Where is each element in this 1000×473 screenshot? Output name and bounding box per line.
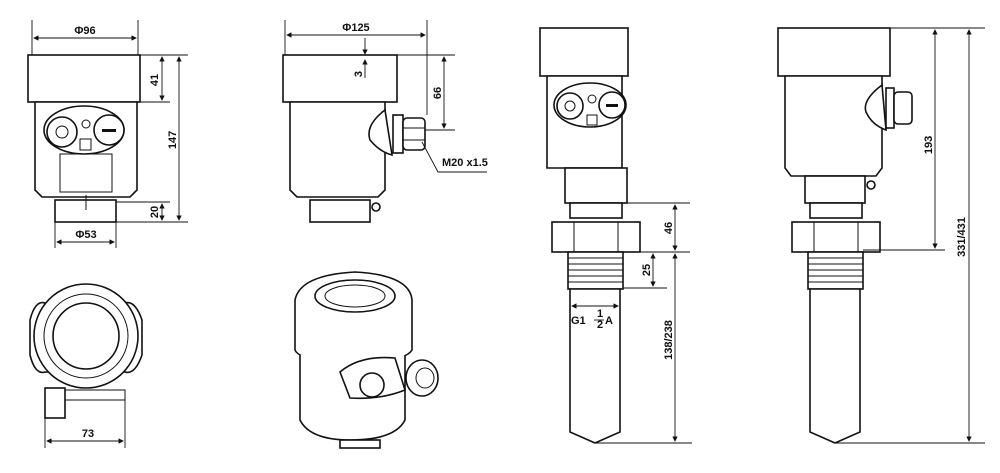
dim-73: 73 bbox=[82, 428, 94, 440]
svg-text:G1: G1 bbox=[571, 315, 586, 327]
dim-diameter-125: Φ125 bbox=[342, 22, 369, 34]
top-gland bbox=[44, 387, 66, 419]
cable-gland bbox=[402, 117, 426, 151]
dim-diameter-96: Φ96 bbox=[74, 25, 95, 37]
dim-46: 46 bbox=[663, 222, 675, 234]
probe-rod bbox=[569, 288, 621, 444]
dim-41: 41 bbox=[149, 74, 161, 86]
dim-25: 25 bbox=[641, 264, 653, 276]
dim-diameter-53: Φ53 bbox=[75, 229, 96, 241]
dim-66: 66 bbox=[432, 87, 444, 99]
svg-text:A: A bbox=[605, 315, 613, 327]
front-view: Φ96 41 147 20 Φ53 bbox=[27, 20, 188, 248]
side-view: Φ125 3 66 M20 x1.5 bbox=[282, 20, 488, 223]
svg-text:1: 1 bbox=[597, 308, 603, 320]
dim-193: 193 bbox=[923, 136, 935, 154]
hex-nut bbox=[551, 221, 641, 253]
side-probe-view: 193 331/431 bbox=[777, 27, 985, 444]
dim-thread-g1-half-a: G1 1 2 A bbox=[571, 308, 613, 331]
dim-3: 3 bbox=[353, 71, 365, 77]
dim-thread-m20: M20 x1.5 bbox=[442, 157, 488, 169]
top-view: 73 bbox=[29, 283, 143, 448]
dim-138-238: 138/238 bbox=[663, 320, 675, 360]
probe-view: G1 1 2 A 46 25 138/238 bbox=[539, 27, 692, 444]
dim-147: 147 bbox=[167, 131, 179, 149]
gland-boss bbox=[368, 108, 393, 157]
housing-cap bbox=[27, 54, 141, 103]
dim-331-431: 331/431 bbox=[956, 217, 968, 257]
isometric-view bbox=[294, 271, 439, 449]
dim-20: 20 bbox=[149, 206, 161, 218]
svg-text:2: 2 bbox=[597, 319, 603, 331]
